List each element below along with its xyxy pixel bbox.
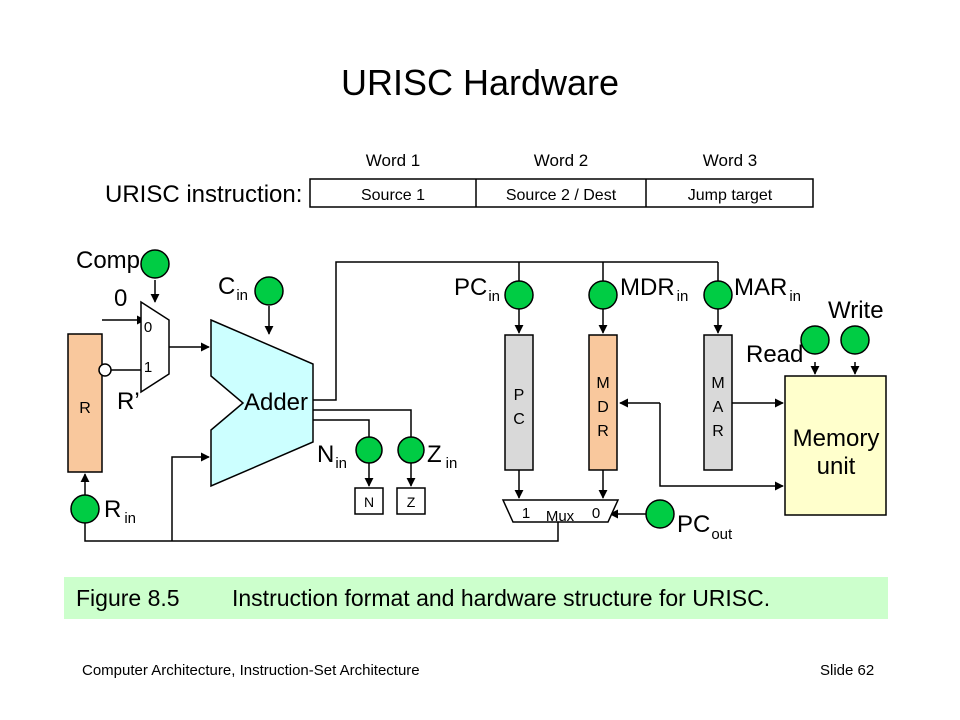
read-signal bbox=[800, 325, 830, 355]
nin-label: Nin bbox=[317, 441, 347, 472]
footer-slide-number: Slide 62 bbox=[820, 662, 875, 679]
mux-1-input-0: 0 bbox=[144, 319, 152, 336]
memory-unit-line-1: Memory bbox=[793, 425, 880, 452]
write-label: Write bbox=[828, 297, 884, 324]
figure-caption-text: Instruction format and hardware structur… bbox=[232, 585, 771, 611]
adder bbox=[210, 318, 314, 488]
pcout-signal bbox=[645, 499, 675, 529]
pcin-label: PCin bbox=[454, 274, 500, 305]
comp-signal bbox=[140, 249, 170, 279]
instruction-format: URISC instruction: Word 1 Word 2 Word 3 … bbox=[105, 151, 814, 208]
write-signal bbox=[840, 325, 870, 355]
word-1-header: Word 1 bbox=[366, 151, 421, 170]
jump-target-field: Jump target bbox=[688, 187, 773, 204]
register-pc-letter-2: C bbox=[513, 411, 525, 428]
footer-course-title: Computer Architecture, Instruction-Set A… bbox=[82, 662, 420, 679]
register-r bbox=[67, 333, 103, 473]
rin-signal bbox=[70, 494, 100, 524]
register-pc bbox=[504, 334, 534, 471]
r-prime-label: R’ bbox=[117, 388, 140, 415]
constant-zero-label: 0 bbox=[114, 285, 127, 312]
word-3-header: Word 3 bbox=[703, 151, 758, 170]
pcin-signal bbox=[504, 280, 534, 310]
cin-signal bbox=[254, 276, 284, 306]
figure-caption: Figure 8.5 Instruction format and hardwa… bbox=[64, 577, 888, 619]
mux-2-input-1: 1 bbox=[522, 505, 530, 522]
marin-signal bbox=[703, 280, 733, 310]
mux-1 bbox=[140, 300, 170, 394]
register-mar-letter-3: R bbox=[712, 423, 724, 440]
flag-z bbox=[396, 487, 426, 515]
nin-signal bbox=[355, 436, 383, 464]
pcout-label: PCout bbox=[677, 511, 733, 543]
register-mar bbox=[703, 334, 733, 471]
slide-title: URISC Hardware bbox=[340, 62, 620, 103]
register-mar-letter-1: M bbox=[711, 375, 724, 392]
register-r-label: R bbox=[79, 400, 91, 417]
cin-label: Cin bbox=[218, 273, 248, 304]
instruction-row-label: URISC instruction: bbox=[105, 181, 302, 208]
mux-2-input-0: 0 bbox=[592, 505, 600, 522]
register-mdr-letter-2: D bbox=[597, 399, 609, 416]
source-2-dest-field: Source 2 / Dest bbox=[506, 187, 617, 204]
memory-unit bbox=[784, 375, 887, 516]
flag-n-label: N bbox=[364, 494, 374, 510]
memory-unit-line-2: unit bbox=[817, 453, 856, 480]
register-mdr bbox=[588, 334, 618, 471]
wires bbox=[80, 261, 860, 542]
read-label: Read bbox=[746, 341, 803, 368]
mux-2-label: Mux bbox=[546, 508, 575, 525]
register-pc-letter-1: P bbox=[514, 387, 525, 404]
register-mdr-letter-3: R bbox=[597, 423, 609, 440]
register-mdr-letter-1: M bbox=[596, 375, 609, 392]
mdrin-signal bbox=[588, 280, 618, 310]
zin-signal bbox=[397, 436, 425, 464]
adder-label: Adder bbox=[244, 389, 308, 416]
comp-label: Comp bbox=[76, 247, 140, 274]
word-2-header: Word 2 bbox=[534, 151, 589, 170]
figure-number: Figure 8.5 bbox=[76, 585, 180, 611]
instruction-box bbox=[309, 178, 814, 208]
complement-bubble bbox=[98, 363, 112, 377]
flag-z-label: Z bbox=[407, 494, 416, 510]
register-mar-letter-2: A bbox=[713, 399, 724, 416]
flag-n bbox=[354, 487, 384, 515]
mux-1-input-1: 1 bbox=[144, 359, 152, 376]
mux-2 bbox=[501, 499, 620, 523]
source-1-field: Source 1 bbox=[361, 187, 425, 204]
